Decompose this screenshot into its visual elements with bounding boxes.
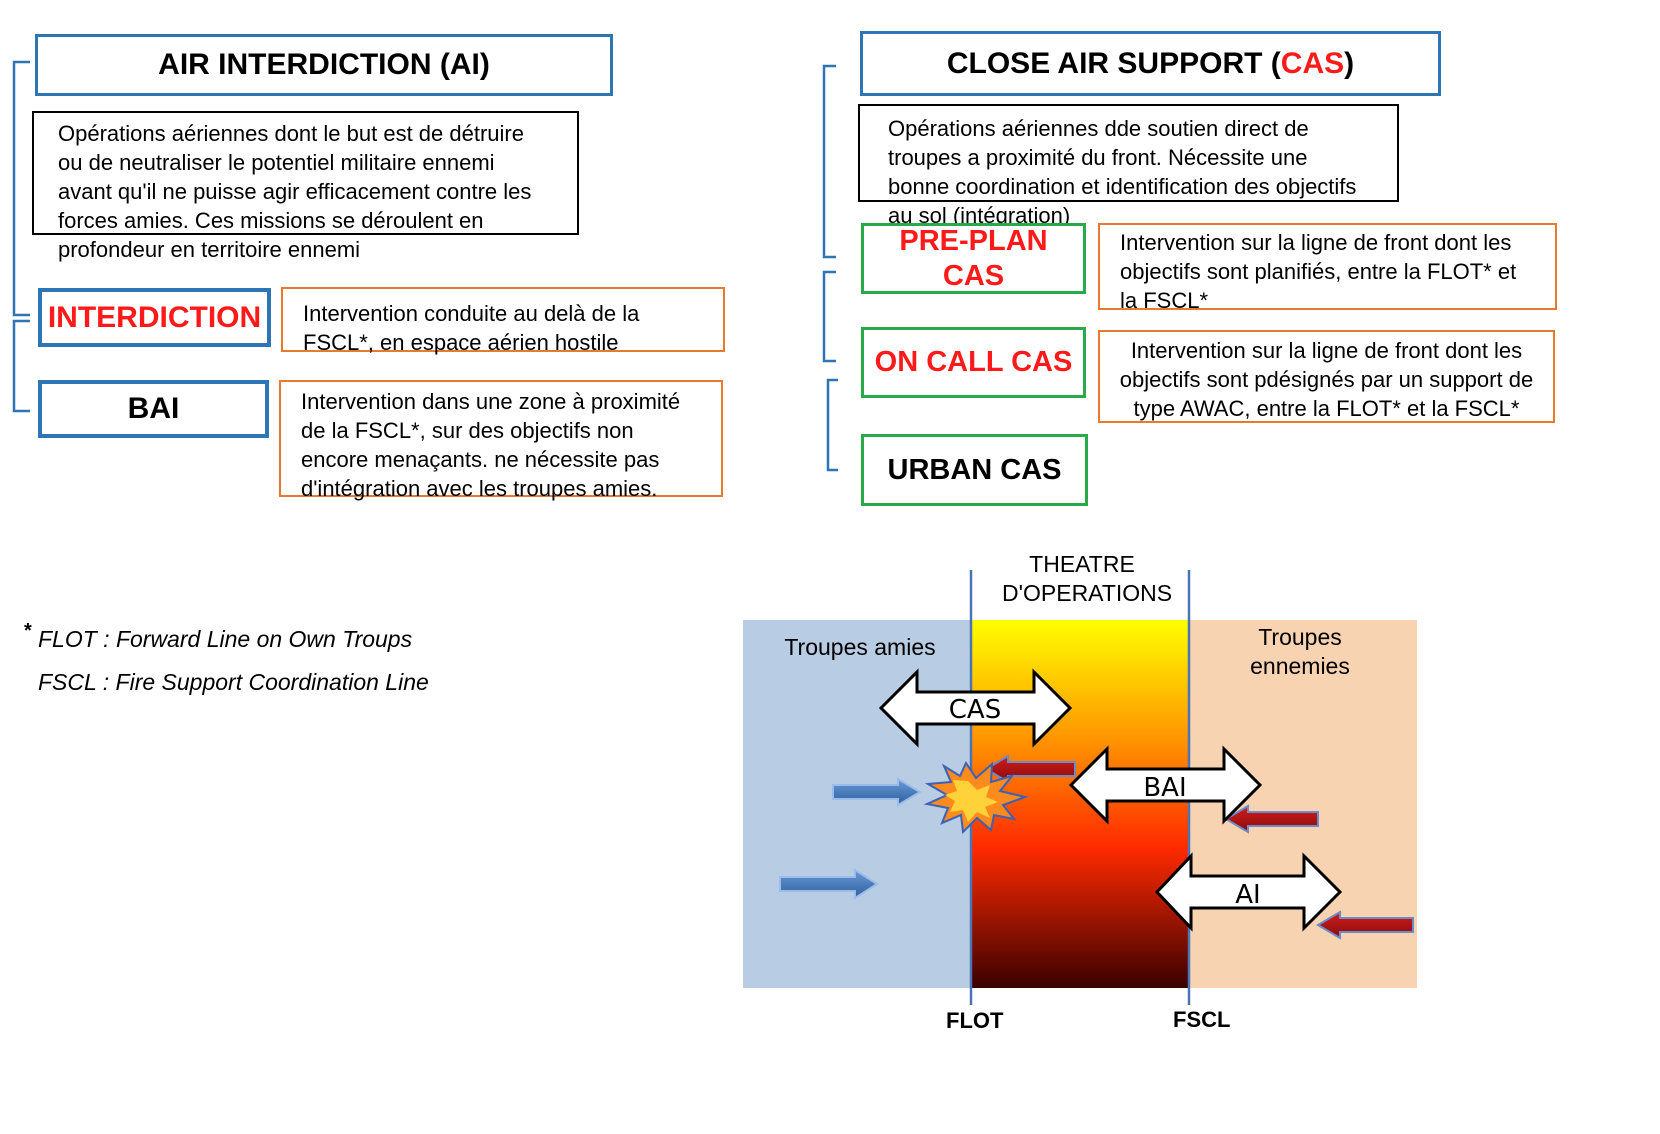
ai-title-box: AIR INTERDICTION (AI) — [35, 34, 613, 96]
cas-arrow-label: CAS — [949, 695, 1001, 725]
preplan-cas-label-line2: CAS — [942, 259, 1005, 292]
theatre-label-line2: D'OPERATIONS — [1002, 580, 1173, 606]
ai-description-box: Opérations aériennes dont le but est de … — [32, 111, 579, 262]
footnote-flot: FLOT : Forward Line on Own Troups — [38, 626, 413, 652]
preplan-cas-label-line1: PRE-PLAN — [899, 224, 1048, 257]
bai-label: BAI — [127, 392, 180, 425]
bai-text-box: Intervention dans une zone à proximité d… — [279, 380, 723, 501]
enemy-arrow-lower — [1316, 910, 1414, 940]
fscl-axis-label: FSCL — [1173, 1007, 1231, 1032]
preplan-cas-text-box: Intervention sur la ligne de front dont … — [1098, 223, 1557, 313]
cas-title-box: CLOSE AIR SUPPORT (CAS) — [860, 31, 1441, 96]
flot-axis-label: FLOT — [946, 1008, 1004, 1033]
friendly-arrow-upper — [832, 777, 922, 807]
footnote-fscl: FSCL : Fire Support Coordination Line — [38, 669, 429, 695]
oncall-cas-text-box: Intervention sur la ligne de front dont … — [1098, 330, 1555, 423]
oncall-cas-label: ON CALL CAS — [874, 346, 1073, 378]
bracket-ai — [12, 60, 30, 317]
ai-description: Opérations aériennes dont le but est de … — [58, 121, 532, 262]
cas-title-suffix: ) — [1344, 46, 1355, 80]
cas-title-prefix: CLOSE AIR SUPPORT ( — [946, 46, 1281, 80]
theatre-label: THEATRE D'OPERATIONS — [1002, 550, 1173, 608]
bai-text: Intervention dans une zone à proximité d… — [301, 389, 681, 501]
enemy-troops-label: Troupes ennemies — [1230, 623, 1370, 681]
enemy-arrow-middle — [1224, 804, 1319, 834]
urban-cas-box: URBAN CAS — [861, 434, 1088, 506]
oncall-cas-box: ON CALL CAS — [861, 327, 1086, 398]
explosion-core-icon — [945, 780, 998, 822]
bracket-oncall-urban — [826, 378, 838, 472]
interdiction-box: INTERDICTION — [38, 288, 271, 347]
bai-arrow-label: BAI — [1143, 773, 1186, 803]
interdiction-text-box: Intervention conduite au delà de la FSCL… — [281, 287, 725, 355]
footnote-marker: * — [24, 620, 32, 642]
enemy-troops-line2: ennemies — [1250, 653, 1350, 679]
cas-arrow-shape — [878, 668, 1073, 748]
preplan-cas-box: PRE-PLAN CAS — [861, 223, 1086, 294]
theatre-label-line1: THEATRE — [1029, 551, 1135, 577]
bracket-preplan-oncall — [822, 270, 836, 363]
bai-box: BAI — [38, 380, 269, 438]
bracket-cas — [822, 64, 836, 259]
bai-arrow-shape — [1068, 745, 1263, 825]
enemy-arrow-upper — [984, 754, 1076, 784]
friendly-arrow-lower — [779, 868, 879, 900]
oncall-cas-text: Intervention sur la ligne de front dont … — [1119, 338, 1534, 421]
ai-arrow-label: AI — [1235, 880, 1260, 910]
interdiction-label: INTERDICTION — [47, 300, 262, 334]
ai-title: AIR INTERDICTION (AI) — [158, 48, 490, 81]
enemy-troops-line1: Troupes — [1258, 624, 1342, 650]
interdiction-text: Intervention conduite au delà de la FSCL… — [303, 301, 640, 355]
friendly-troops-label: Troupes amies — [784, 634, 936, 660]
preplan-cas-text: Intervention sur la ligne de front dont … — [1120, 230, 1517, 313]
ai-arrow-shape — [1154, 852, 1343, 932]
bracket-interdiction-bai — [12, 319, 30, 413]
urban-cas-label: URBAN CAS — [887, 453, 1062, 486]
cas-title-accent: CAS — [1280, 46, 1345, 80]
